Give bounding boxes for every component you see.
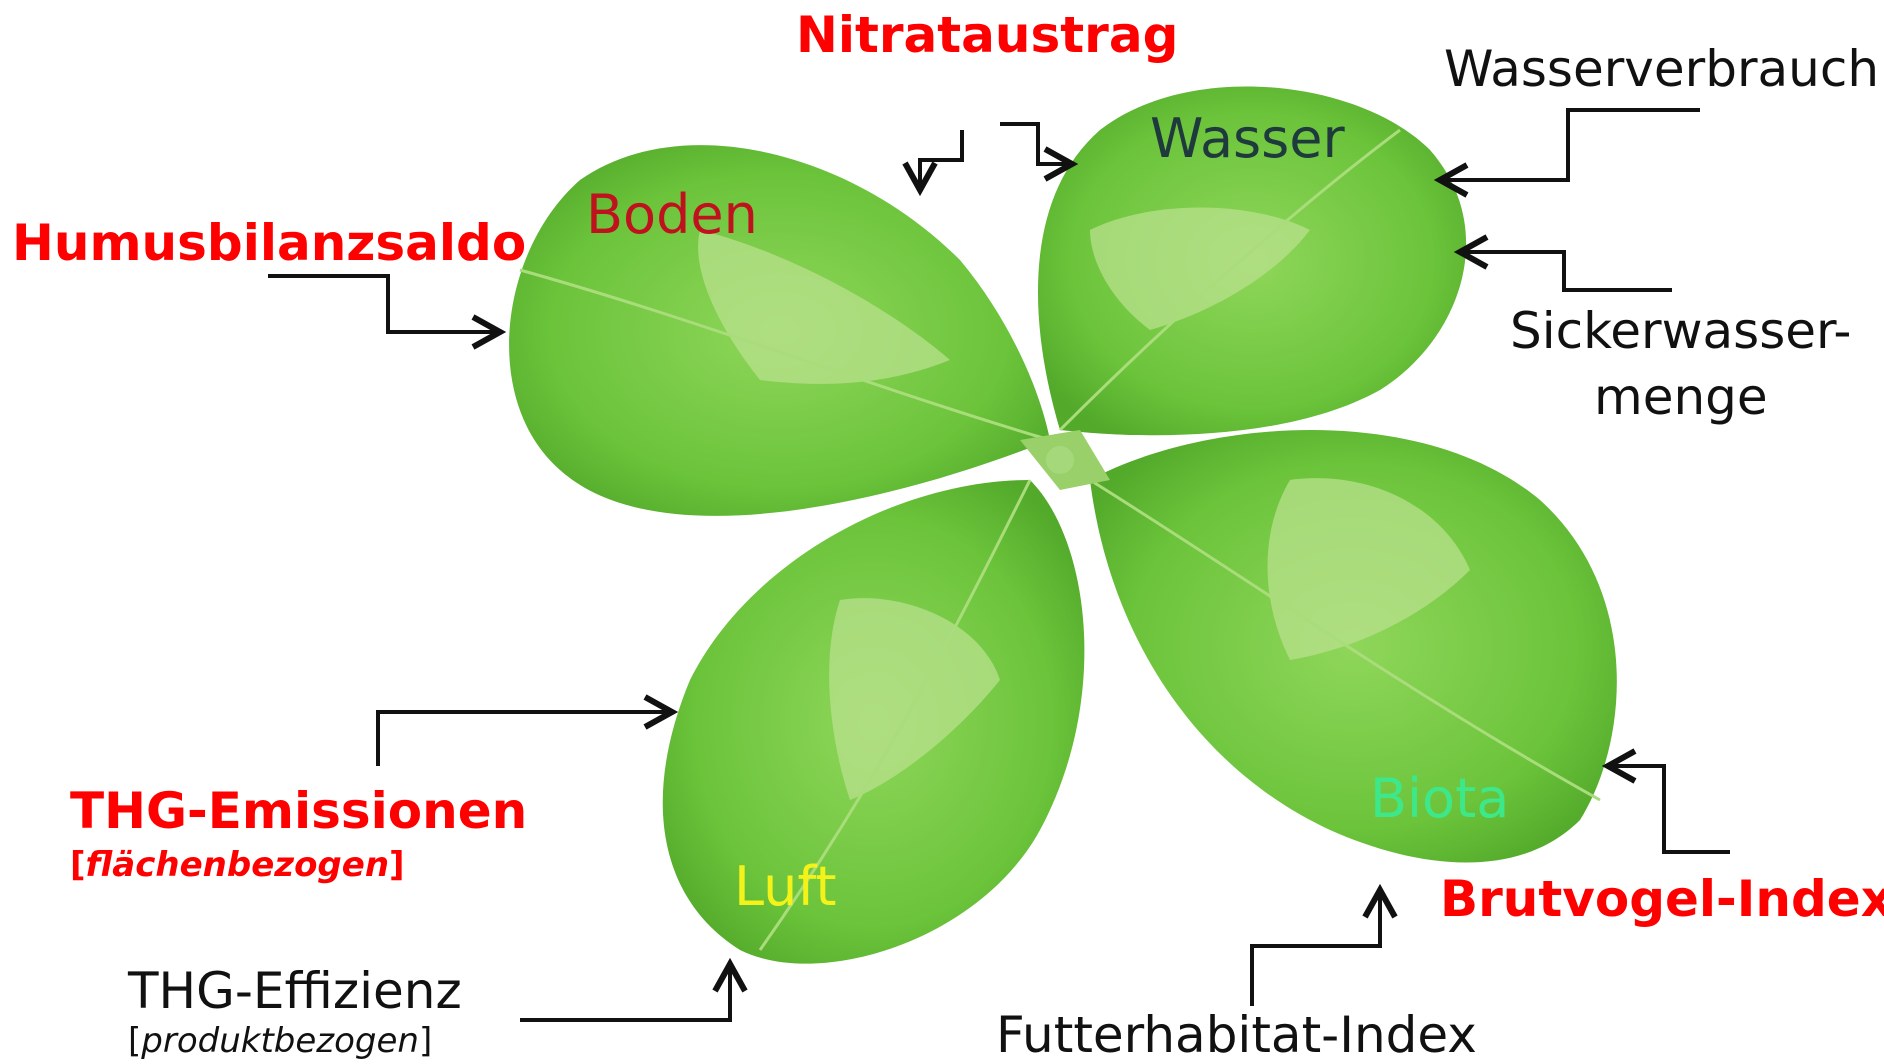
indicator-thg-effizienz: THG-Effizienz: [128, 966, 462, 1016]
leaf-label-wasser: Wasser: [1150, 112, 1345, 166]
arrow-thg-effizienz: [520, 964, 730, 1020]
indicator-brutvogel-index: Brutvogel-Index: [1440, 874, 1884, 924]
indicator-futterhabitat-index: Futterhabitat-Index: [996, 1010, 1477, 1060]
leaf-luft: [663, 480, 1085, 964]
indicator-nitrataustrag: Nitrataustrag: [796, 10, 1178, 60]
arrow-nitrat-boden: [920, 130, 962, 190]
indicator-humusbilanzsaldo: Humusbilanzsaldo: [12, 218, 526, 268]
leaf-label-biota: Biota: [1370, 772, 1509, 826]
clover-stem: [1020, 430, 1110, 490]
arrow-wasserverbrauch: [1440, 110, 1700, 180]
leaf-label-luft: Luft: [734, 860, 837, 914]
arrow-nitrat-wasser: [1000, 124, 1072, 164]
indicator-thg-emissionen: THG-Emissionen: [70, 786, 527, 836]
arrow-thg-emissionen: [378, 712, 672, 766]
indicator-sickerwasser-line1: Sickerwasser-: [1510, 306, 1851, 356]
arrow-futterhabitat: [1252, 890, 1380, 1006]
arrow-humus: [268, 276, 500, 332]
arrow-brutvogel: [1608, 766, 1730, 852]
leaf-label-boden: Boden: [586, 188, 758, 242]
indicator-thg-emissionen-sub: [flächenbezogen]: [70, 848, 405, 882]
indicator-thg-effizienz-sub: [produktbezogen]: [128, 1024, 432, 1058]
indicator-wasserverbrauch: Wasserverbrauch: [1444, 44, 1879, 94]
leaf-biota: [1090, 430, 1617, 863]
indicator-sickerwasser-line2: menge: [1594, 372, 1768, 422]
arrow-sickerwasser: [1460, 252, 1672, 290]
